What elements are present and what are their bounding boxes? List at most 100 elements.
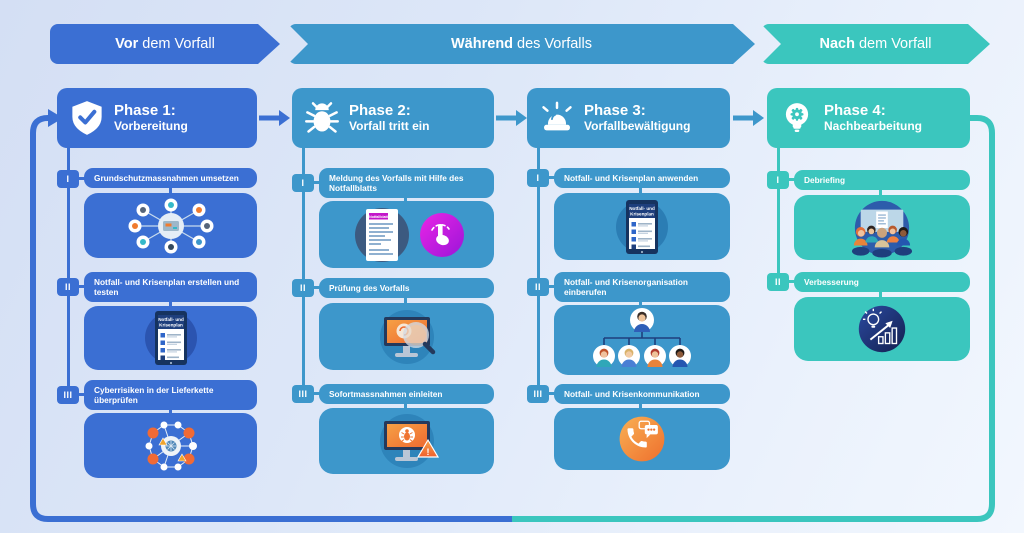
step-numeral-badge: I — [527, 169, 555, 187]
connector — [879, 292, 882, 297]
banner-rest: des Vorfalls — [517, 36, 592, 52]
step-label-pill: Notfall- und Krisenorganisation einberuf… — [554, 272, 730, 302]
step-numeral-badge: III — [57, 386, 85, 404]
step-numeral-badge: I — [767, 171, 795, 189]
crisis-team-orgchart-illustration — [593, 308, 691, 367]
malware-alert-monitor-illustration: ! — [379, 414, 439, 468]
loop-arrowhead-icon — [48, 109, 63, 127]
step-numeral-badge: III — [292, 385, 320, 403]
step-numeral-badge: II — [527, 278, 555, 296]
step-label-pill: Notfall- und Krisenkommunikation — [554, 384, 730, 404]
step-card — [84, 413, 257, 478]
connected-devices-illustration — [128, 198, 213, 253]
loop-right-teal — [512, 115, 995, 522]
phase-title: Phase 1: — [114, 102, 176, 120]
banner-before-incident: Vor dem Vorfall — [50, 24, 280, 64]
phase-subtitle: Vorfall tritt ein — [349, 118, 430, 133]
step-label-pill: Notfall- und Krisenplan anwenden — [554, 168, 730, 188]
banner-bold: Nach — [819, 36, 855, 52]
banner-bold: Vor — [115, 36, 139, 52]
crisis-plan-tablet-illustration: Notfall- und Krisenplan — [616, 199, 668, 254]
step-card — [794, 297, 970, 361]
step-card — [794, 195, 970, 260]
phase-header-text: Phase 4: Nachbearbeitung — [824, 102, 922, 133]
step-numeral-badge: I — [57, 170, 85, 188]
banner-rest: dem Vorfall — [858, 36, 932, 52]
phase-header-text: Phase 3: Vorfallbewältigung — [584, 102, 690, 133]
connector — [639, 404, 642, 408]
improvement-chart-illustration — [858, 305, 906, 353]
step-label-pill: Sofortmassnahmen einleiten — [319, 384, 494, 404]
arrow-phase3-to-4-icon — [733, 110, 764, 126]
loop-left-blue — [30, 115, 512, 522]
step-label-pill: Verbesserung — [794, 272, 970, 292]
arrow-phase2-to-3-icon — [496, 110, 527, 126]
connector — [169, 188, 172, 194]
connector-line — [67, 144, 70, 395]
step-card — [319, 303, 494, 370]
connector — [169, 302, 172, 307]
step-numeral-badge: III — [527, 385, 555, 403]
step-card: ! — [319, 408, 494, 474]
document-title: Notfallblatt — [369, 214, 389, 218]
siren-icon — [542, 101, 572, 131]
step-card: Notfallblatt — [319, 201, 494, 268]
phase-1-column: Phase 1: Vorbereitung I Grundschutzmassn… — [57, 88, 257, 488]
connector-line — [777, 144, 780, 282]
phase-title: Phase 4: — [824, 102, 886, 120]
connector — [404, 198, 407, 202]
supply-chain-network-illustration — [145, 421, 197, 470]
phase-3-column: Phase 3: Vorfallbewältigung I Notfall- u… — [527, 88, 730, 488]
step-card: Notfall- und Krisenplan — [84, 306, 257, 370]
banner-during-incident: Während des Vorfalls — [288, 24, 755, 64]
incident-analysis-monitor-illustration — [379, 309, 435, 364]
lightbulb-gear-icon — [785, 103, 809, 132]
connector — [169, 410, 172, 414]
emergency-sheet-report-illustration: Notfallblatt — [354, 207, 464, 262]
tablet-title-line2: Krisenplan — [630, 211, 654, 216]
phase-4-column: Phase 4: Nachbearbeitung I Debriefing — [767, 88, 970, 388]
phone-communication-illustration — [619, 416, 665, 462]
phase-header-text: Phase 1: Vorbereitung — [114, 102, 188, 133]
debriefing-meeting-illustration — [851, 200, 913, 258]
step-card — [554, 408, 730, 470]
phase-2-column: Phase 2: Vorfall tritt ein I Meldung des… — [292, 88, 494, 488]
banner-bold: Während — [451, 36, 514, 52]
phase-title: Phase 2: — [349, 102, 411, 120]
step-label-pill: Notfall- und Krisenplan erstellen und te… — [84, 272, 257, 302]
banner-after-incident: Nach dem Vorfall — [761, 24, 990, 64]
connector — [639, 302, 642, 306]
svg-text:!: ! — [426, 447, 429, 457]
phase-1-header: Phase 1: Vorbereitung — [57, 88, 257, 148]
step-card — [84, 193, 257, 258]
shield-check-icon — [72, 101, 102, 135]
connector — [404, 404, 407, 408]
step-label-pill: Prüfung des Vorfalls — [319, 278, 494, 298]
phase-3-header: Phase 3: Vorfallbewältigung — [527, 88, 730, 148]
phase-header-text: Phase 2: Vorfall tritt ein — [349, 102, 429, 133]
step-label-pill: Grundschutzmassnahmen umsetzen — [84, 168, 257, 188]
tablet-title-line1: Notfall- und — [629, 206, 655, 211]
step-numeral-badge: I — [292, 174, 320, 192]
step-numeral-badge: II — [292, 279, 320, 297]
step-card — [554, 305, 730, 375]
step-label-pill: Cyberrisiken in der Lieferkette überprüf… — [84, 380, 257, 410]
connector-line — [302, 144, 305, 394]
phase-subtitle: Vorfallbewältigung — [584, 118, 691, 133]
connector — [879, 190, 882, 195]
step-label-pill: Debriefing — [794, 170, 970, 190]
step-label-pill: Meldung des Vorfalls mit Hilfe des Notfa… — [319, 168, 494, 198]
banner-rest: dem Vorfall — [142, 36, 215, 52]
phase-2-header: Phase 2: Vorfall tritt ein — [292, 88, 494, 148]
phase-title: Phase 3: — [584, 102, 646, 120]
connector — [639, 188, 642, 193]
phase-subtitle: Vorbereitung — [114, 118, 188, 133]
step-card: Notfall- und Krisenplan — [554, 193, 730, 260]
step-numeral-badge: II — [57, 278, 85, 296]
step-numeral-badge: II — [767, 273, 795, 291]
connector-line — [537, 144, 540, 394]
crisis-plan-tablet-illustration: Notfall- und Krisenplan — [144, 311, 197, 365]
phase-subtitle: Nachbearbeitung — [824, 118, 923, 133]
